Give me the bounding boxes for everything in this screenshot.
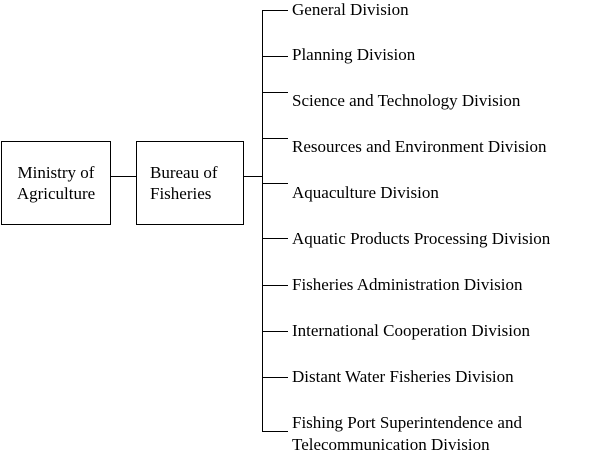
division-fishing-port-line-2: Telecommunication Division xyxy=(292,435,490,454)
division-aquatic-products: Aquatic Products Processing Division xyxy=(292,229,551,248)
ministry-label: Ministry of Agriculture xyxy=(16,163,96,203)
division-aquaculture: Aquaculture Division xyxy=(292,183,439,202)
connector-ministry-bureau xyxy=(111,176,136,177)
branch-international xyxy=(262,331,288,332)
branch-resources xyxy=(262,138,288,139)
branch-fishing-port xyxy=(262,431,288,432)
branch-aquaculture xyxy=(262,183,288,184)
branch-aquatic-products xyxy=(262,238,288,239)
division-fisheries-administration: Fisheries Administration Division xyxy=(292,275,523,294)
division-international-cooperation: International Cooperation Division xyxy=(292,321,530,340)
bureau-of-fisheries-box: Bureau of Fisheries xyxy=(136,141,244,225)
division-distant-water: Distant Water Fisheries Division xyxy=(292,367,514,386)
vertical-trunk xyxy=(262,10,263,431)
division-general: General Division xyxy=(292,0,409,19)
division-science-technology: Science and Technology Division xyxy=(292,91,521,110)
branch-planning xyxy=(262,56,288,57)
branch-science xyxy=(262,92,288,93)
division-planning: Planning Division xyxy=(292,45,416,64)
branch-distant-water xyxy=(262,377,288,378)
division-resources-environment: Resources and Environment Division xyxy=(292,137,547,156)
branch-fisheries-admin xyxy=(262,285,288,286)
ministry-of-agriculture-box: Ministry of Agriculture xyxy=(1,141,111,225)
connector-bureau-trunk xyxy=(244,176,263,177)
bureau-label: Bureau of Fisheries xyxy=(150,163,218,203)
division-fishing-port-line-1: Fishing Port Superintendence and xyxy=(292,413,522,432)
branch-general xyxy=(262,10,288,11)
